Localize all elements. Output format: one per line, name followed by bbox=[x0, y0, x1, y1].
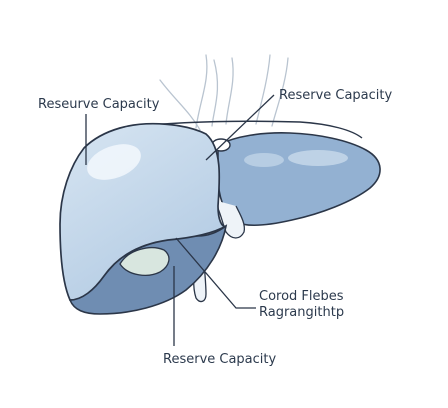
label-bottom: Reserve Capacity bbox=[163, 352, 277, 367]
leader-top-right bbox=[205, 94, 275, 161]
label-right-line2: Ragrangithtp bbox=[259, 305, 345, 320]
label-top-left: Reseurve Capacity bbox=[38, 97, 160, 112]
label-right: Corod Flebes Ragrangithtp bbox=[259, 289, 344, 321]
left-lobe-highlight-2 bbox=[244, 153, 284, 167]
leader-right bbox=[175, 237, 256, 309]
hepatic-vessels bbox=[159, 54, 289, 131]
right-lobe-highlight bbox=[87, 144, 141, 180]
left-lobe-highlight bbox=[288, 150, 348, 166]
gallbladder bbox=[119, 247, 170, 276]
label-right-line1: Corod Flebes bbox=[259, 289, 344, 304]
left-lobe bbox=[217, 132, 381, 227]
label-top-right: Reserve Capacity bbox=[279, 88, 393, 103]
connective-tissue bbox=[213, 199, 246, 239]
leader-lines bbox=[85, 94, 275, 346]
